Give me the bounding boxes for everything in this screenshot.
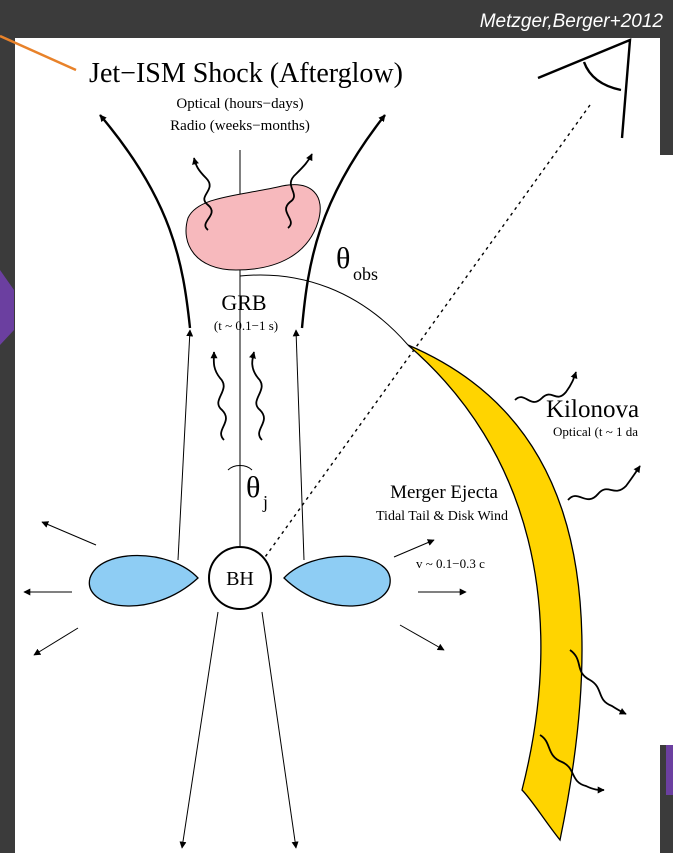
ejecta-velocity: v ~ 0.1−0.3 c (416, 556, 485, 571)
grb-label: GRB (221, 290, 266, 315)
kilonova-title: Kilonova (546, 396, 639, 423)
ejecta-title: Merger Ejecta (390, 482, 498, 503)
afterglow-optical: Optical (hours−days) (176, 96, 303, 112)
afterglow-radio: Radio (weeks−months) (170, 118, 310, 134)
afterglow-title: Jet−ISM Shock (Afterglow) (89, 58, 403, 89)
credit-text: Metzger,Berger+2012 (480, 11, 664, 32)
accent-shape-left (0, 270, 14, 345)
kilonova-optical: Optical (t ~ 1 da (553, 424, 638, 439)
theta-j-subscript: j (262, 492, 268, 512)
theta-obs-symbol: θ (336, 242, 350, 275)
ejecta-subtitle: Tidal Tail & Disk Wind (376, 509, 508, 524)
theta-obs-subscript: obs (353, 264, 378, 284)
theta-j-symbol: θ (246, 471, 260, 504)
figure-panel-right-strip (658, 155, 673, 745)
accent-shape-right (666, 745, 673, 795)
black-hole-label: BH (226, 568, 254, 590)
grb-time: (t ~ 0.1−1 s) (214, 318, 278, 333)
